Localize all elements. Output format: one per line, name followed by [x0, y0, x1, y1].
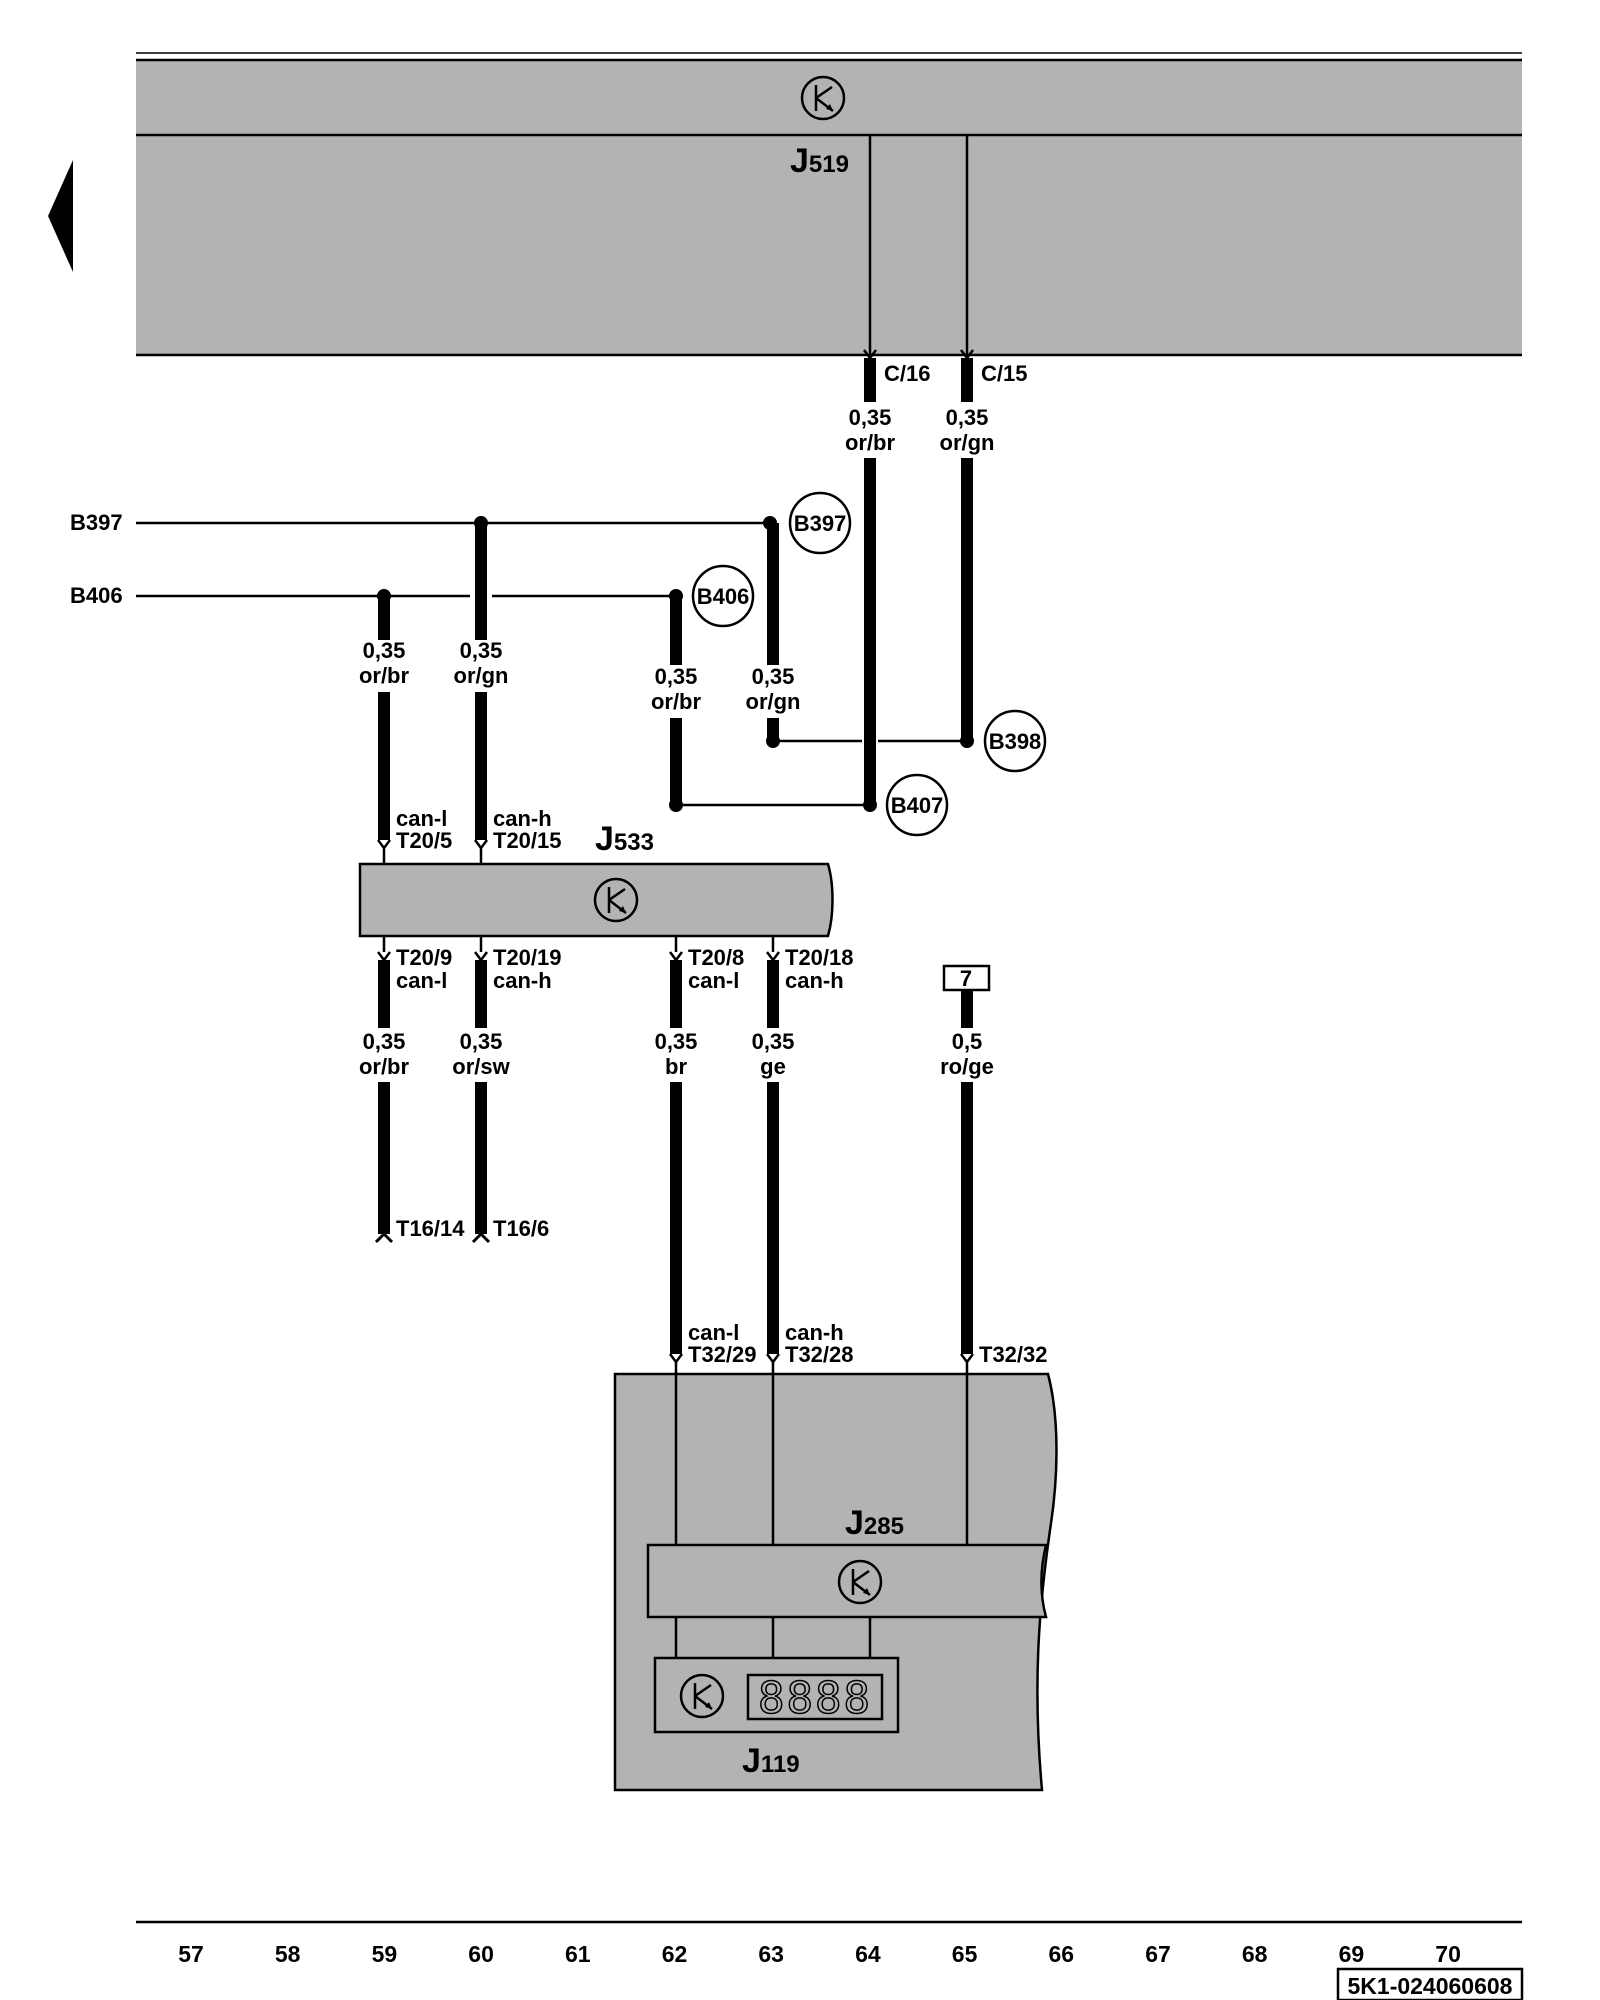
doc-id-box	[1336, 1967, 1524, 2000]
wire-size: 0,35	[363, 638, 406, 663]
wire-color: ge	[760, 1054, 786, 1079]
signal-label: can-l	[688, 1320, 739, 1345]
pin-label: T16/14	[396, 1216, 465, 1241]
display-readout: 8888	[758, 1673, 872, 1724]
signal-label: can-h	[785, 968, 844, 993]
wire-size: 0,35	[460, 1029, 503, 1054]
display-window	[746, 1673, 884, 1721]
control-unit-j519: J519	[136, 52, 1522, 357]
grid-number: 64	[855, 1941, 881, 1967]
svg-text:B398: B398	[989, 729, 1042, 754]
grid-number: 69	[1339, 1941, 1365, 1967]
component-letter: J	[845, 1504, 864, 1542]
grid-number: 70	[1435, 1941, 1461, 1967]
wire-color: or/gn	[746, 689, 801, 714]
grid-number: 60	[468, 1941, 494, 1967]
grid-number: 58	[275, 1941, 301, 1967]
wire-color: or/br	[359, 1054, 410, 1079]
connection-point-b406	[691, 564, 755, 628]
component-letter: J	[742, 1742, 761, 1780]
connection-ref-label: B406	[70, 583, 123, 608]
pin-label: T16/6	[493, 1216, 549, 1241]
svg-text:B406: B406	[697, 584, 750, 609]
grid-number: 57	[178, 1941, 204, 1967]
svg-text:J119: J119	[742, 1742, 800, 1780]
svg-text:J519: J519	[790, 142, 849, 180]
svg-text:J285: J285	[845, 1504, 904, 1542]
wire-size: 0,35	[946, 405, 989, 430]
pin-label: T32/32	[979, 1342, 1048, 1367]
connection-point-b397	[788, 491, 852, 555]
wire-color: ro/ge	[940, 1054, 994, 1079]
signal-label: can-l	[396, 968, 447, 993]
wire-color: or/br	[359, 663, 410, 688]
svg-text:B397: B397	[794, 511, 847, 536]
wire-color: or/sw	[452, 1054, 510, 1079]
wire-color: or/br	[845, 430, 896, 455]
wire-color: or/gn	[454, 663, 509, 688]
grid-numbers: 57 58 59 60 61 62 63 64 65 66 67 68 69 70	[178, 1941, 1461, 1967]
wire-color: or/gn	[940, 430, 995, 455]
signal-label: can-l	[396, 806, 447, 831]
control-unit-j285: J285	[646, 1504, 1048, 1619]
grid-number: 65	[952, 1941, 978, 1967]
connection-point-b398	[983, 709, 1047, 773]
wire-size: 0,35	[655, 664, 698, 689]
pin-label: C/16	[884, 361, 930, 386]
grid-number: 66	[1049, 1941, 1075, 1967]
grid-number: 63	[758, 1941, 784, 1967]
pin-label: C/15	[981, 361, 1027, 386]
pin-label: T32/28	[785, 1342, 854, 1367]
signal-label: can-l	[688, 968, 739, 993]
grid-number: 62	[662, 1941, 688, 1967]
control-unit-j119: 8888 J119	[653, 1656, 900, 1780]
wire-size: 0,35	[460, 638, 503, 663]
component-number: 285	[864, 1513, 904, 1540]
pin-label: T20/9	[396, 945, 452, 970]
grid-number: 61	[565, 1941, 591, 1967]
signal-label: can-h	[785, 1320, 844, 1345]
pin-label: T20/15	[493, 828, 562, 853]
wire-size: 0,35	[655, 1029, 698, 1054]
grid-number: 59	[372, 1941, 398, 1967]
fuse-ref-box	[942, 964, 991, 992]
component-letter: J	[595, 820, 614, 858]
back-arrow-icon[interactable]	[48, 160, 73, 272]
doc-id: 5K1-024060608	[1348, 1973, 1513, 1999]
pin-label: T20/5	[396, 828, 452, 853]
pin-label: T20/8	[688, 945, 744, 970]
svg-text:B407: B407	[891, 793, 944, 818]
grid-number: 67	[1145, 1941, 1171, 1967]
wire-color: or/br	[651, 689, 702, 714]
component-number: 533	[614, 829, 654, 856]
control-unit-j533: J533	[358, 820, 834, 938]
wire-size: 0,35	[363, 1029, 406, 1054]
svg-text:7: 7	[960, 966, 972, 991]
pin-label: T20/18	[785, 945, 854, 970]
wire-color: br	[665, 1054, 687, 1079]
connection-ref-label: B397	[70, 510, 123, 535]
wire-size: 0,35	[752, 664, 795, 689]
signal-label: can-h	[493, 968, 552, 993]
pin-label: T20/19	[493, 945, 562, 970]
signal-label: can-h	[493, 806, 552, 831]
component-letter: J	[790, 142, 809, 180]
component-number: 519	[809, 151, 849, 178]
wire-size: 0,5	[952, 1029, 983, 1054]
svg-text:J533: J533	[595, 820, 654, 858]
pin-label: T32/29	[688, 1342, 757, 1367]
grid-number: 68	[1242, 1941, 1268, 1967]
wire-size: 0,35	[752, 1029, 795, 1054]
component-number: 119	[761, 1751, 800, 1778]
wire-size: 0,35	[849, 405, 892, 430]
connection-point-b407	[885, 773, 949, 837]
